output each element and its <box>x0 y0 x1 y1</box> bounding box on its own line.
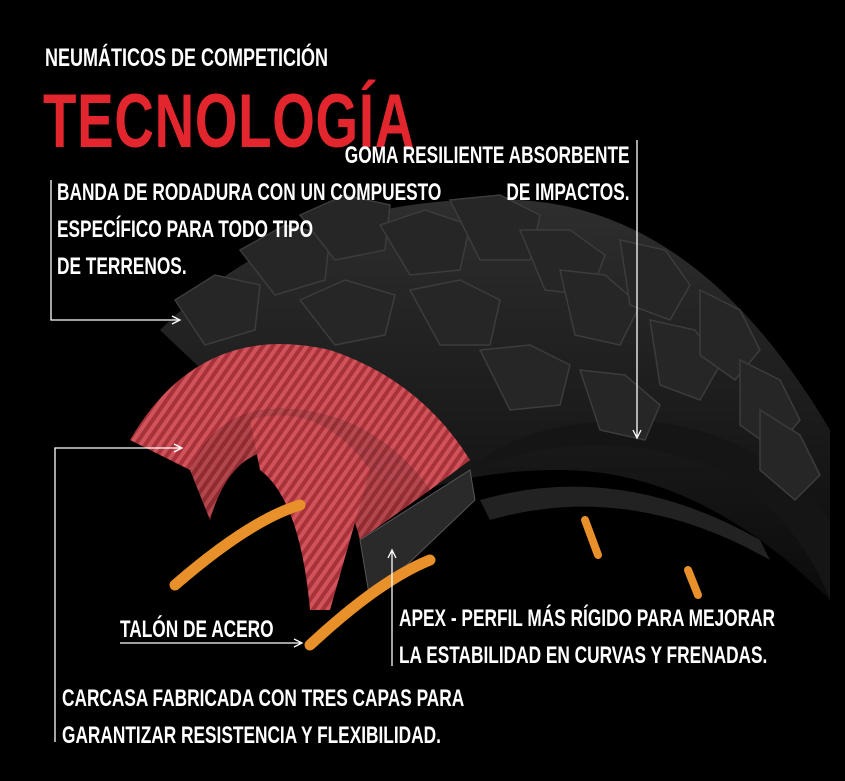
apex-annotation: APEX - PERFIL MÁS RÍGIDO PARA MEJORAR LA… <box>399 600 775 674</box>
page-title: TECNOLOGÍA <box>43 79 415 164</box>
banda-line-1: BANDA DE RODADURA CON UN COMPUESTO <box>57 179 442 206</box>
steel-bead <box>169 499 306 591</box>
leader-lines <box>50 140 642 742</box>
subtitle: NEUMÁTICOS DE COMPETICIÓN <box>45 44 329 72</box>
carcasa-line-2: GARANTIZAR RESISTENCIA Y FLEXIBILIDAD. <box>62 722 441 749</box>
apex-line-2: LA ESTABILIDAD EN CURVAS Y FRENADAS. <box>399 642 768 669</box>
goma-line-1: GOMA RESILIENTE ABSORBENTE <box>345 142 630 169</box>
goma-line-2: DE IMPACTOS. <box>506 179 630 206</box>
carcasa-line-1: CARCASA FABRICADA CON TRES CAPAS PARA <box>62 685 465 712</box>
carcasa-annotation: CARCASA FABRICADA CON TRES CAPAS PARA GA… <box>62 680 464 754</box>
apex-insert <box>359 469 476 602</box>
banda-annotation: BANDA DE RODADURA CON UN COMPUESTO ESPEC… <box>57 174 441 285</box>
banda-line-2: ESPECÍFICO PARA TODO TIPO <box>57 216 314 243</box>
carcass-fabric <box>130 344 470 490</box>
banda-line-3: DE TERRENOS. <box>57 253 187 280</box>
apex-line-1: APEX - PERFIL MÁS RÍGIDO PARA MEJORAR <box>399 605 776 632</box>
goma-annotation: GOMA RESILIENTE ABSORBENTE DE IMPACTOS. <box>345 137 630 211</box>
tread-blocks <box>173 194 821 502</box>
talon-annotation: TALÓN DE ACERO <box>120 616 274 643</box>
tire-sidewall <box>470 420 830 600</box>
